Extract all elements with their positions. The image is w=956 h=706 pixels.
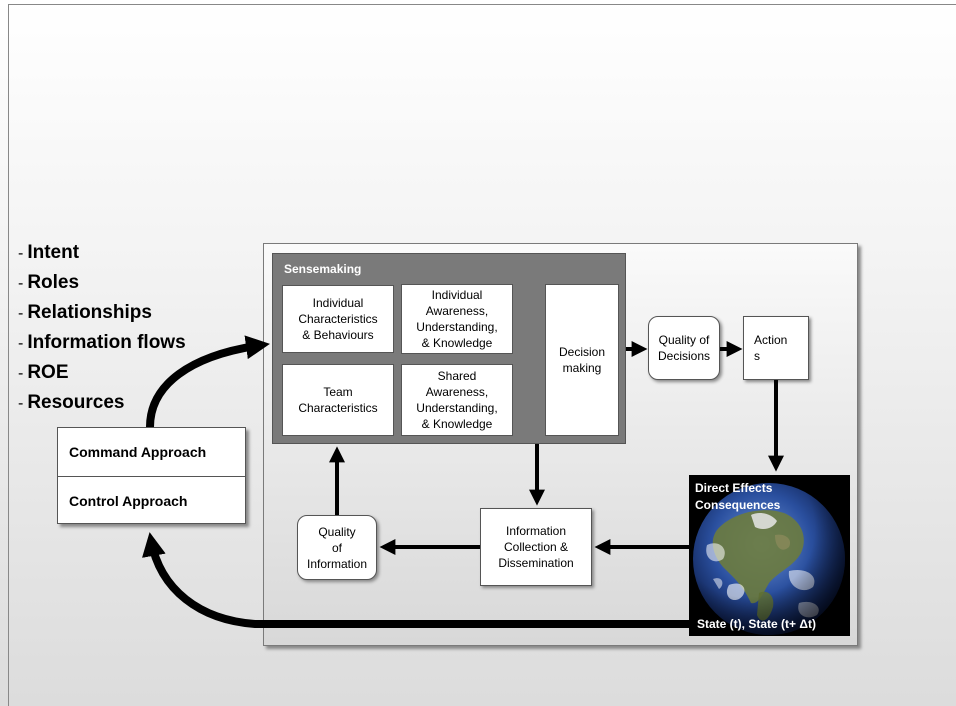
command-approach-label: Command Approach	[69, 444, 207, 460]
consequences-label: Consequences	[695, 498, 781, 512]
earth-image: Direct Effects Consequences State (t), S…	[689, 475, 850, 636]
bullet-item: -Information flows	[18, 332, 186, 353]
bullet-item: -Roles	[18, 272, 80, 293]
actions-box: Action s	[743, 316, 809, 380]
information-collection-box: Information Collection & Dissemination	[480, 508, 592, 586]
slide-frame	[8, 4, 956, 706]
earth-globe-icon	[693, 483, 845, 635]
individual-awareness-box: Individual Awareness, Understanding, & K…	[401, 284, 513, 354]
quality-of-information-box: Quality of Information	[297, 515, 377, 580]
control-approach-label: Control Approach	[58, 476, 245, 525]
direct-effects-label: Direct Effects	[695, 481, 773, 495]
arrow-effects-to-approach	[142, 532, 689, 628]
shared-awareness-box: Shared Awareness, Understanding, & Knowl…	[401, 364, 513, 436]
quality-of-decisions-box: Quality of Decisions	[648, 316, 720, 380]
individual-characteristics-box: Individual Characteristics & Behaviours	[282, 285, 394, 353]
bullet-item: -Resources	[18, 392, 125, 413]
arrow-approach-to-sensemaking	[146, 335, 270, 428]
decision-making-box: Decision making	[545, 284, 619, 436]
state-label: State (t), State (t+ Δt)	[697, 617, 816, 631]
bullet-item: -Intent	[18, 242, 80, 263]
approach-box: Command Approach Control Approach	[57, 427, 246, 524]
bullet-list: -Intent -Roles -Relationships -Informati…	[18, 238, 186, 418]
bullet-item: -ROE	[18, 362, 69, 383]
sensemaking-title: Sensemaking	[284, 262, 362, 276]
bullet-item: -Relationships	[18, 302, 152, 323]
team-characteristics-box: Team Characteristics	[282, 364, 394, 436]
